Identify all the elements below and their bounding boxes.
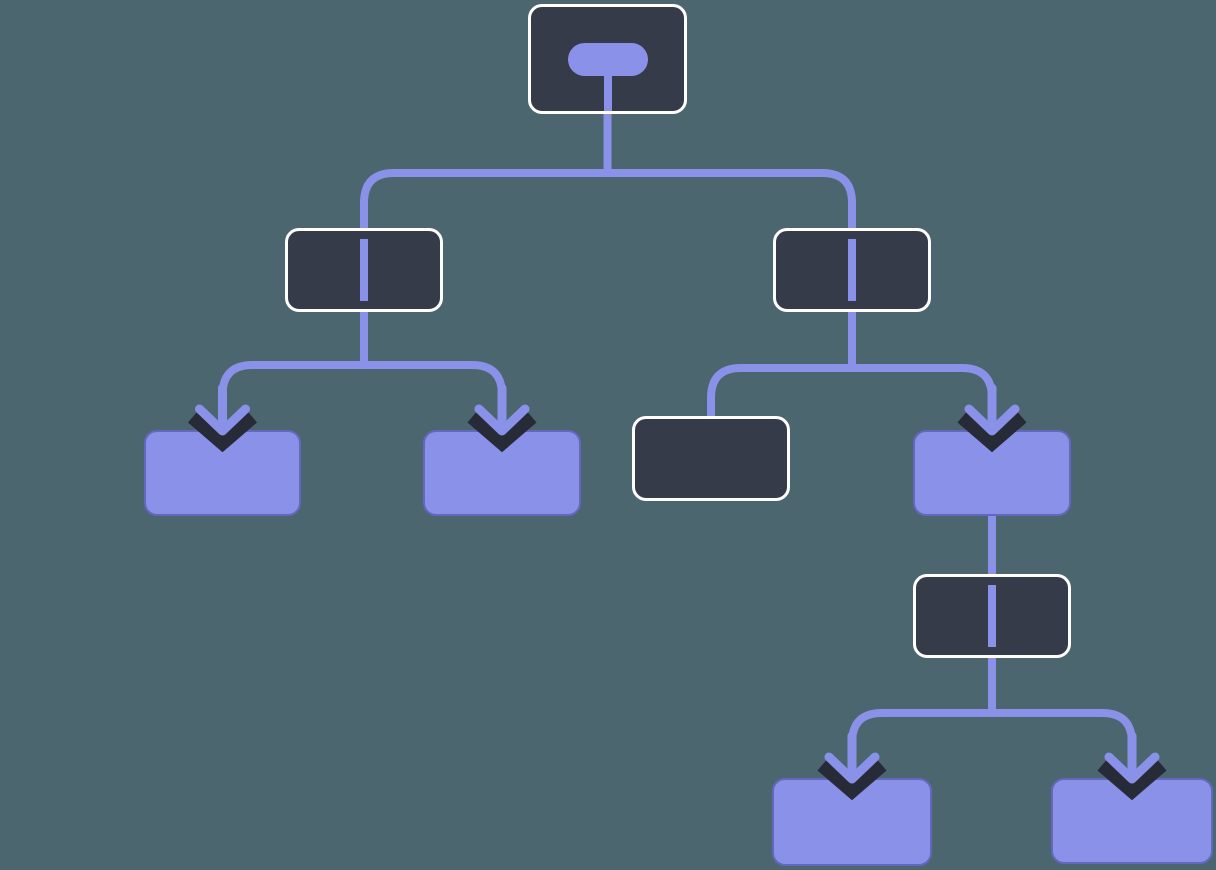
edge-connector [603, 106, 856, 240]
root-pill-icon [567, 43, 648, 76]
edge-connector [988, 650, 1136, 758]
root-node[interactable] [528, 4, 687, 114]
branch-node-right[interactable] [773, 228, 931, 312]
leaf-node-5[interactable] [1051, 778, 1213, 864]
edge-connector [218, 304, 368, 410]
edge-connector [360, 106, 612, 240]
leaf-node-3[interactable] [913, 430, 1071, 516]
branch-node-left[interactable] [285, 228, 443, 312]
leaf-node-2[interactable] [423, 430, 581, 516]
divider-line-icon [360, 239, 368, 301]
divider-line-icon [848, 239, 856, 301]
leaf-node-1[interactable] [144, 430, 301, 516]
edge-connector [848, 304, 996, 410]
root-stem-icon [603, 74, 612, 111]
edge-connector [848, 650, 996, 758]
edge-connector [707, 304, 856, 428]
plain-node[interactable] [632, 416, 790, 501]
edge-connector [360, 304, 506, 410]
divider-line-icon [988, 585, 996, 647]
branch-node-bottom[interactable] [913, 574, 1071, 658]
leaf-node-4[interactable] [772, 778, 932, 866]
